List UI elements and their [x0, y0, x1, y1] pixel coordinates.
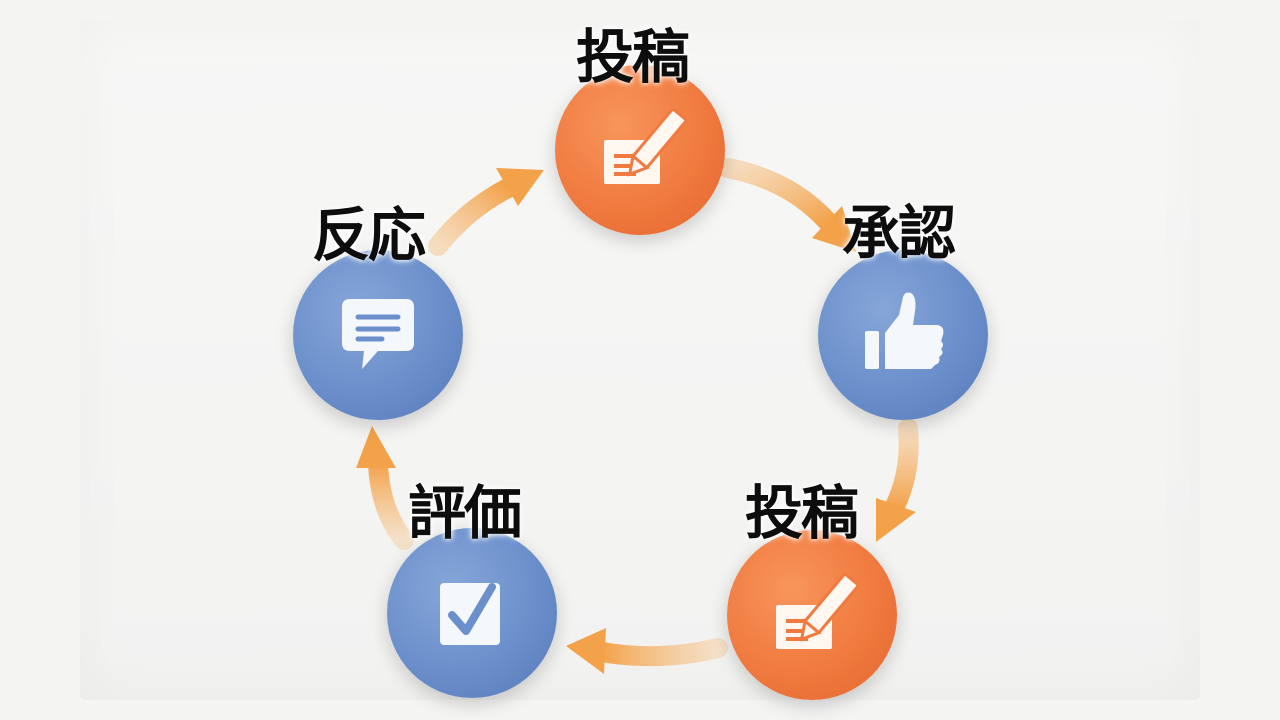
step-evaluate-node: [387, 528, 557, 698]
checkbox-icon: [440, 583, 500, 645]
step-post-bottom-node: [727, 530, 897, 700]
step-react-node: [293, 250, 463, 420]
edit-document-icon: [776, 573, 860, 649]
step-label-post-bottom: 投稿: [745, 479, 859, 547]
arrow-post-to-evaluate: [566, 628, 728, 674]
thumbs-up-icon: [865, 292, 944, 369]
arrow-react-to-post: [428, 168, 544, 256]
edit-document-icon: [604, 108, 688, 184]
arrow-approve-to-post: [876, 418, 919, 542]
arrow-evaluate-to-react: [356, 426, 414, 550]
step-approve-node: [818, 250, 988, 420]
step-label-react: 反応: [312, 201, 426, 269]
step-label-evaluate: 評価: [408, 479, 522, 547]
chat-bubble-icon: [342, 299, 414, 369]
step-label-approve: 承認: [842, 199, 956, 267]
step-post-top-node: [555, 65, 725, 235]
arrow-post-to-approve: [718, 158, 856, 252]
step-label-post-top: 投稿: [576, 23, 690, 91]
